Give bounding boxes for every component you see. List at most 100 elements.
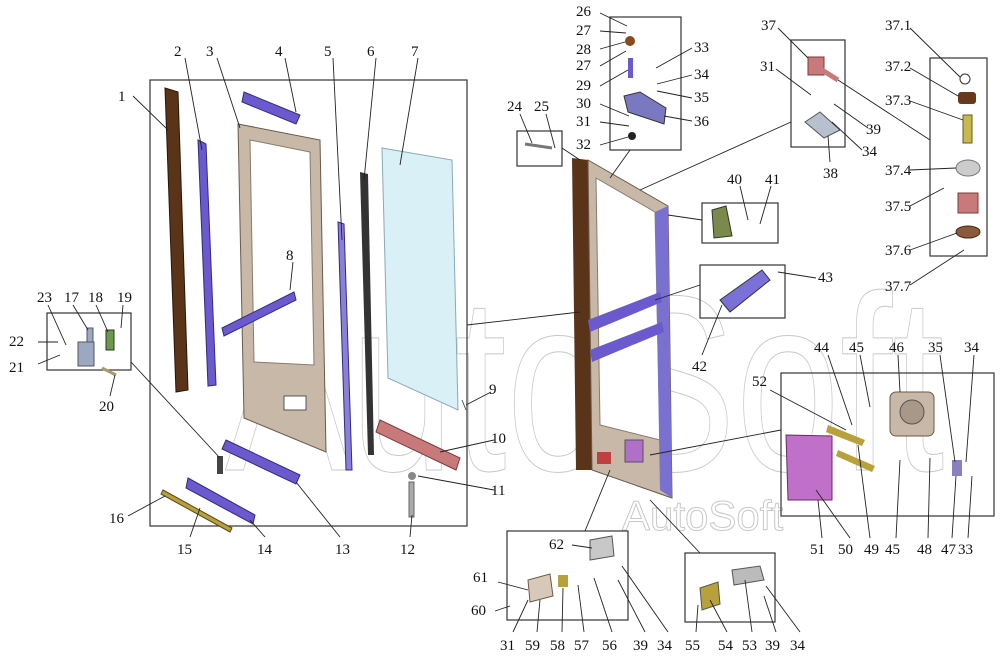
label-4-leader [284, 57, 297, 113]
label-15-leader [189, 507, 201, 538]
label-28: 28 [576, 42, 591, 58]
label-25: 25 [534, 99, 549, 115]
lock-plate [785, 434, 833, 501]
profile-left [197, 139, 217, 387]
assembled-latch [597, 452, 611, 464]
label-32-leader [599, 136, 629, 146]
label-42-leader [701, 304, 723, 356]
bolt [408, 481, 415, 518]
box-latch-right [684, 552, 776, 623]
label-32: 32 [576, 137, 591, 153]
threshold-strip [160, 489, 233, 533]
hinge-arm [820, 67, 840, 83]
label-61-leader [497, 581, 529, 591]
label-27-2-leader [599, 50, 627, 67]
label-3-leader [216, 57, 241, 129]
label-12-leader [409, 514, 413, 538]
label-41-leader [759, 185, 772, 225]
label-61: 61 [473, 570, 488, 586]
hinge-cap [625, 36, 635, 46]
label-24: 24 [507, 99, 523, 115]
label-37-4: 37.4 [885, 163, 912, 179]
label-33-2: 33 [958, 542, 973, 558]
small-parts [524, 36, 981, 611]
label-25-leader [545, 113, 556, 149]
label-26-leader [599, 12, 628, 27]
label-37-leader [777, 27, 809, 59]
connector-line [584, 469, 611, 532]
label-9: 9 [489, 382, 497, 398]
label-40: 40 [727, 172, 742, 188]
label-18-leader [95, 304, 109, 333]
label-1-leader [132, 95, 169, 131]
lock-clip [952, 460, 962, 476]
label-21-leader [37, 354, 61, 365]
label-34-5: 34 [790, 638, 806, 654]
assembled-side [655, 206, 672, 498]
label-37-2: 37.2 [885, 59, 911, 75]
green-plate [105, 329, 115, 351]
label-1: 1 [118, 89, 126, 105]
label-33-2-leader [967, 475, 973, 539]
label-29: 29 [576, 78, 591, 94]
cross-bar [221, 291, 297, 337]
box-hinge [790, 39, 846, 148]
label-48-leader [927, 457, 931, 539]
label-16-leader [127, 495, 166, 517]
label-22: 22 [9, 334, 24, 350]
label-49: 49 [864, 542, 879, 558]
frame-opening [249, 139, 315, 366]
label-12: 12 [400, 542, 415, 558]
label-40-leader [739, 185, 749, 221]
label-35: 35 [694, 90, 709, 106]
label-11-leader [417, 475, 495, 491]
box-main-door [149, 79, 468, 527]
label-17-leader [72, 304, 89, 331]
bushing-cap [958, 92, 976, 104]
latch-plate [558, 575, 568, 587]
box-latch-left [506, 530, 629, 621]
connector-lines [130, 79, 931, 554]
hinge-lever [957, 192, 979, 214]
label-36-leader [663, 115, 693, 122]
label-23: 23 [37, 290, 52, 306]
label-20-leader [109, 374, 116, 397]
label-47-leader [951, 475, 957, 539]
label-60: 60 [471, 603, 486, 619]
pin [461, 399, 467, 411]
latch-bracket [589, 535, 615, 561]
label-20: 20 [99, 399, 114, 415]
label-23-leader [47, 304, 67, 346]
label-34-2: 34 [862, 144, 878, 160]
label-5: 5 [324, 44, 332, 60]
leader-lines [37, 12, 975, 633]
label-59: 59 [525, 638, 540, 654]
label-43-leader [777, 271, 817, 279]
label-14-leader [249, 519, 266, 538]
label-31-3-leader [512, 599, 529, 633]
label-35-2-leader [939, 354, 956, 463]
label-49-leader [857, 444, 871, 539]
label-33: 33 [694, 40, 709, 56]
label-56: 56 [602, 638, 618, 654]
door-parts-exploded [77, 87, 467, 533]
label-28-leader [599, 41, 626, 50]
label-31: 31 [576, 114, 591, 130]
lock-bar-1 [826, 425, 865, 446]
label-4: 4 [275, 44, 283, 60]
latch-block [527, 573, 554, 603]
label-3: 3 [206, 44, 214, 60]
label-30-leader [599, 103, 630, 117]
box-bolt [516, 130, 563, 167]
label-42: 42 [692, 359, 707, 375]
label-31-3: 31 [500, 638, 515, 654]
bottom-strip [375, 419, 461, 471]
label-45: 45 [849, 340, 864, 356]
label-38-leader [827, 135, 831, 163]
label-54: 54 [718, 638, 734, 654]
connector-line [609, 149, 631, 179]
label-34-4: 34 [657, 638, 673, 654]
lock-knob [899, 399, 925, 425]
label-38: 38 [823, 166, 838, 182]
